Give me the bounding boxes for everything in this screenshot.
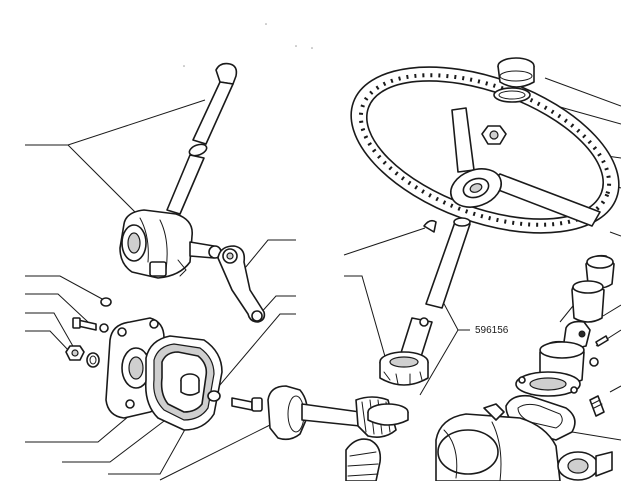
leader-line-ref: [441, 299, 470, 331]
steering-wheel: [350, 66, 620, 234]
woodruff-key: [423, 219, 437, 233]
leader-line-right-5: [609, 231, 621, 237]
right-column-parts: [515, 254, 615, 417]
screw-right-1: [595, 335, 609, 347]
leader-line-ref-2: [419, 329, 459, 396]
leader-line-left-1: [25, 99, 206, 146]
leader-line-left-3: [25, 293, 89, 323]
leader-line-right-1: [544, 77, 621, 107]
horn-ring: [493, 87, 531, 103]
column-tube: [367, 217, 471, 426]
reference-number: 596156: [475, 325, 509, 336]
paper-specks: [183, 23, 313, 67]
column-lower-shaft: [166, 154, 205, 215]
nut-small-1: [100, 297, 112, 307]
left-hardware: [65, 297, 112, 368]
steering-box-nut: [149, 261, 167, 277]
washer-2: [86, 352, 100, 368]
leader-line-left-5: [25, 330, 71, 353]
leader-line-right-7: [602, 304, 621, 317]
leader-line-left-2: [25, 275, 105, 301]
gearbox-housing: [435, 403, 613, 481]
leader-line-mid-3: [213, 313, 296, 393]
washer-1: [99, 323, 109, 333]
leader-line-col-1: [343, 227, 426, 256]
leader-line-col-2: [344, 275, 387, 361]
column-shaft-upper: [425, 221, 471, 309]
leader-line-left-1b: [67, 144, 139, 216]
ring-1: [207, 390, 221, 402]
lower-spring: [345, 438, 382, 481]
lower-steering-shaft: [267, 385, 397, 481]
pitman-arm-body: [217, 245, 266, 323]
leader-line-left-7: [62, 414, 173, 463]
bolt-2: [231, 397, 253, 411]
pitman-arm: [217, 245, 266, 323]
upper-steering-column: [166, 62, 238, 215]
leader-line-left-4: [25, 312, 75, 349]
horn-cap: [493, 57, 535, 103]
wheel-grip: [358, 73, 612, 227]
gasket: [144, 335, 223, 431]
column-top-bolt: [215, 62, 238, 85]
steering-box: [119, 209, 222, 279]
column-joint: [188, 143, 208, 157]
leader-line-mid-2: [257, 295, 296, 317]
gearbox-lug: [483, 403, 505, 421]
leader-line-mid-1: [244, 239, 296, 269]
column-upper-shaft: [192, 81, 234, 145]
centre-hardware: [207, 390, 263, 412]
shaft-rod: [301, 403, 361, 427]
leader-line-right-9: [609, 385, 621, 393]
leader-line-left-9: [159, 424, 271, 481]
